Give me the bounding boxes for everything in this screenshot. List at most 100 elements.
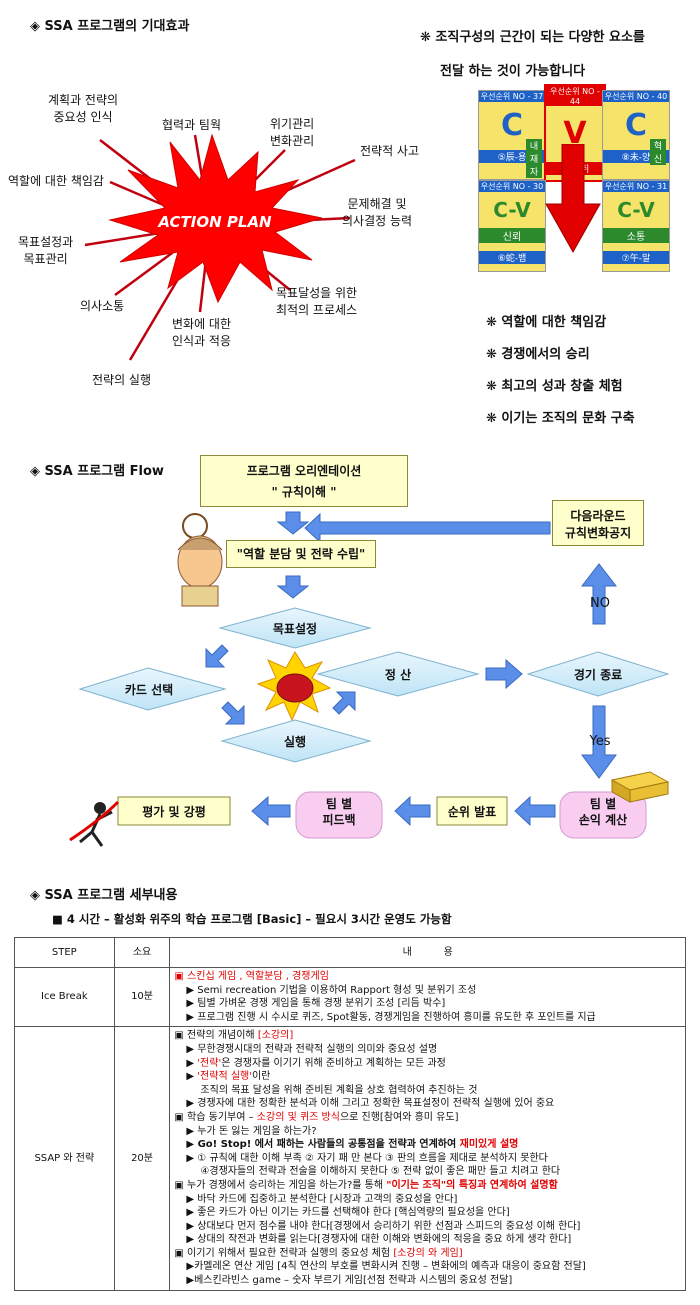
benefit-item: ❋ 최고의 성과 창출 체험 (486, 379, 623, 394)
feedback-label: 팀 별 피드백 (296, 796, 382, 828)
spoke-label: 변화에 대한 인식과 적응 (172, 317, 232, 348)
no-label: NO (590, 596, 610, 611)
card-label: 카드 선택 (124, 683, 174, 697)
right-heading-2: 전달 하는 것이 가능합니다 (440, 64, 586, 79)
exec-label: 실행 (283, 735, 307, 749)
feedback-box (295, 791, 383, 839)
spoke-label: 위기관리 변화관리 (270, 117, 315, 148)
content-line: ▶ 팀별 가벼운 경쟁 게임을 통해 경쟁 분위기 조성 [리듬 박수] (186, 998, 446, 1010)
spoke-label: 목표설정과 목표관리 (18, 235, 74, 266)
content-line: ▣ 전략의 개념이해 [소강의] (174, 1030, 294, 1042)
content-line: ▶ Semi recreation 기법을 이용하여 Rapport 형성 및 … (186, 984, 477, 996)
content-line: ▶ 무한경쟁시대의 전략과 전략적 실행의 의미와 중요성 설명 (186, 1043, 438, 1055)
action-plan-burst (108, 133, 323, 304)
spoke-label: 역할에 대한 책임감 (8, 174, 104, 188)
red-down-arrow-icon (545, 144, 601, 254)
team-calc-box (559, 791, 647, 839)
section1-title: ◈ SSA 프로그램의 기대효과 (30, 19, 190, 34)
up-arrow-icon (580, 563, 618, 625)
spoke-label: 전략의 실행 (92, 373, 152, 387)
right-arrow-icon (485, 658, 523, 690)
content-cell: ▣ 전략의 개념이해 [소강의] ▶ 무한경쟁시대의 전략과 전략적 실행의 의… (169, 1026, 686, 1291)
content-line: ▶ 프로그램 진행 시 수시로 퀴즈, Spot활동, 경쟁게임을 진행하여 흥… (186, 1011, 596, 1023)
exec-diamond (220, 719, 372, 763)
eval-label: 평가 및 강평 (142, 805, 206, 819)
role-box: "역할 분담 및 전략 수립" (226, 540, 376, 568)
content-line: ▶카멜레온 연산 게임 [4칙 연산의 부호를 변화시켜 진행 – 변화에의 예… (186, 1261, 586, 1273)
goal-label: 목표설정 (272, 622, 318, 636)
content-line: ▣ 누가 경쟁에서 승리하는 게임을 하는가?를 통해 "이기는 조직"의 특징… (174, 1179, 558, 1191)
team-calc-label: 팀 별 손익 계산 (560, 796, 646, 828)
left-arrow-icon (304, 512, 551, 544)
time-cell: 20분 (113, 1026, 171, 1291)
table-row: SSAP 와 전략 20분 ▣ 전략의 개념이해 [소강의] ▶ 무한경쟁시대의… (14, 1026, 686, 1291)
feedback-line: 피드백 (322, 813, 356, 827)
rank-label: 순위 발표 (447, 805, 497, 819)
spoke-label: 문제해결 및 의사결정 능력 (342, 197, 413, 228)
orientation-box: 프로그램 오리엔테이션 " 규칙이해 " (200, 455, 408, 507)
section3-title: ◈ SSA 프로그램 세부내용 (30, 888, 178, 903)
next-round-box: 다음라운드 규칙변화공지 (552, 500, 644, 546)
spoke-label: 목표달성을 위한 최적의 프로세스 (276, 286, 358, 317)
step-cell: SSAP 와 전략 (14, 1026, 115, 1291)
right-heading-1: ❋ 조직구성의 근간이 되는 다양한 요소를 (420, 30, 645, 45)
content-line: ▶ Go! Stop! 에서 패하는 사람들의 공통점을 전략과 연계하여 재미… (186, 1139, 519, 1151)
action-plan-diagram (84, 133, 356, 361)
orientation-rule: " 규칙이해 " (271, 485, 337, 499)
benefit-item: ❋ 경쟁에서의 승리 (486, 347, 590, 362)
spoke-label: 협력과 팀웍 (162, 118, 222, 132)
zodiac-card: 우선순위 NO - 44 V ①子-쥐 (544, 84, 606, 182)
left-arrow-icon (514, 795, 556, 827)
eval-box (117, 796, 231, 826)
flow-diagram (69, 511, 670, 847)
table-row: Ice Break 10분 ▣ 스킨십 게임 , 역할분담 , 경쟁게임 ▶ S… (14, 966, 686, 1028)
next-round-title: 다음라운드 (570, 509, 626, 523)
up-right-arrow-icon (332, 691, 356, 715)
benefit-item: ❋ 역할에 대한 책임감 (486, 315, 607, 330)
spoke-label: 전략적 사고 (360, 144, 420, 158)
section2-title: ◈ SSA 프로그램 Flow (30, 464, 164, 479)
end-label: 경기 종료 (573, 668, 623, 682)
feedback-line: 팀 별 (325, 797, 353, 811)
step-cell: Ice Break (14, 966, 115, 1028)
content-line: ▶ '전략적 실행'이란 (186, 1071, 271, 1083)
zodiac-card: 우선순위 NO - 40 C 혁신 ⑧未-양 (602, 90, 670, 180)
content-line: ▶ 상대의 작전과 변화를 읽는다[경쟁자에 대한 이해와 변화에의 적응을 중… (186, 1234, 572, 1246)
yes-label: Yes (589, 734, 611, 749)
content-line: ▶ ① 규칙에 대한 이해 부족 ② 자기 패 만 본다 ③ 판의 흐름을 제대… (186, 1152, 548, 1164)
left-arrow-icon (251, 795, 291, 827)
down-arrow-icon (276, 575, 310, 599)
content-line: ④경쟁자들의 전략과 전술을 이해하지 못한다 ⑤ 전략 없이 좋은 패만 들고… (200, 1166, 561, 1178)
end-diamond (526, 651, 670, 697)
content-line: ▶ 누가 돈 잃는 게임을 하는가? (186, 1125, 317, 1137)
rank-box (436, 796, 508, 826)
down-left-arrow-icon (205, 644, 229, 668)
time-cell: 10분 (113, 966, 171, 1028)
content-line: ▶ 경쟁자에 대한 정확한 분석과 이해 그리고 정확한 목표설정이 전략적 실… (186, 1098, 555, 1110)
team-calc-line: 손익 계산 (578, 813, 628, 827)
gold-bars-icon (610, 771, 670, 803)
content-line: ▶ 바닥 카드에 집중하고 분석한다 [시장과 고객의 중요성을 안다] (186, 1193, 458, 1205)
goal-diamond (218, 607, 372, 649)
content-line: ▶ 상대보다 먼저 점수를 내야 한다[경쟁에서 승리하기 위한 선점과 스피드… (186, 1220, 581, 1232)
zodiac-card: 우선순위 NO - 37 C 내재자 ⑤辰-용 (478, 90, 546, 180)
zodiac-card: 우선순위 NO - 30 C-V 신뢰 ⑥蛇-뱀 (478, 180, 546, 272)
boxing-glove-icon (276, 673, 314, 703)
content-line: ▣ 학습 동기부여 – 소강의 및 퀴즈 방식으로 진행[참여와 흥미 유도] (174, 1111, 459, 1123)
detail-table: STEP 소요 내 용 Ice Break 10분 ▣ 스킨십 게임 , 역할분… (14, 937, 686, 1291)
down-arrow-icon (276, 511, 310, 535)
down-arrow-icon (581, 705, 617, 779)
content-line: ▶ 좋은 카드가 아닌 이기는 카드를 선택해야 한다 [핵심역량의 필요성을 … (186, 1207, 510, 1219)
runner-icon (69, 800, 120, 847)
content-line: ▣ 이기기 위해서 필요한 전략과 실행의 중요성 체험 [소강의 와 게임] (174, 1247, 463, 1259)
content-cell: ▣ 스킨십 게임 , 역할분담 , 경쟁게임 ▶ Semi recreation… (169, 966, 686, 1028)
header-step: STEP (14, 937, 115, 968)
zodiac-card: 우선순위 NO - 31 C-V 소통 ⑦午-말 (602, 180, 670, 272)
header-content: 내 용 (169, 937, 686, 968)
content-line: ▶베스킨라빈스 game – 숫자 부르기 게임[선점 전략과 시스템의 중요성… (186, 1275, 513, 1287)
orientation-title: 프로그램 오리엔테이션 (246, 464, 362, 478)
spoke-label: 계획과 전략의 중요성 인식 (48, 93, 119, 124)
next-round-notice: 규칙변화공지 (564, 526, 632, 540)
thinking-man-icon (177, 513, 223, 607)
action-plan-label: ACTION PLAN (158, 213, 272, 231)
